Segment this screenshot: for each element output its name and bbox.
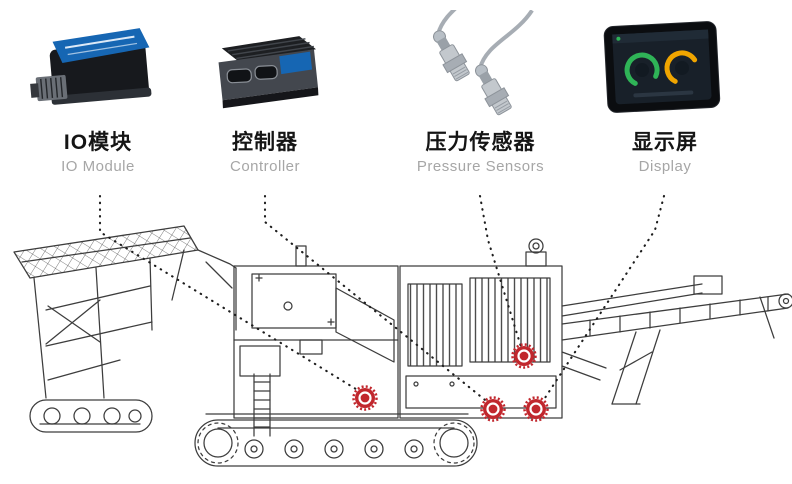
crusher-body bbox=[233, 265, 399, 437]
marker-display bbox=[523, 396, 549, 422]
grille-right bbox=[469, 277, 551, 363]
io-module-image bbox=[25, 8, 170, 126]
crusher-machine-drawing bbox=[13, 225, 792, 467]
callout-controller-label-en: Controller bbox=[229, 158, 301, 176]
display-graphic bbox=[603, 21, 721, 113]
callout-io-module-label-en: IO Module bbox=[61, 158, 135, 176]
marker-controller bbox=[480, 396, 506, 422]
marker-pressure-sensor bbox=[511, 343, 537, 369]
crawler-track bbox=[194, 413, 478, 467]
controller-image bbox=[205, 20, 325, 120]
engine-module bbox=[399, 238, 563, 419]
leader-lines bbox=[98, 194, 666, 406]
callout-pressure-sensors: 压力传感器 Pressure Sensors bbox=[398, 131, 563, 175]
display-image bbox=[596, 12, 728, 124]
callout-io-module-label-zh: IO模块 bbox=[63, 131, 133, 154]
leader-line-controller bbox=[263, 194, 492, 406]
pressure-sensors-image bbox=[408, 0, 558, 122]
callout-display: 显示屏 Display bbox=[592, 131, 738, 175]
leader-line-io-module bbox=[98, 194, 366, 396]
ladder bbox=[253, 373, 271, 437]
location-markers bbox=[352, 343, 549, 422]
callout-controller: 控制器 Controller bbox=[195, 131, 335, 175]
callout-controller-label-zh: 控制器 bbox=[232, 131, 298, 154]
controller-graphic bbox=[218, 36, 319, 109]
leader-line-pressure-sensors bbox=[478, 194, 524, 352]
pressure-sensor-1 bbox=[433, 0, 489, 82]
callout-display-label-en: Display bbox=[638, 158, 692, 176]
discharge-conveyor bbox=[561, 275, 792, 405]
leader-line-display bbox=[539, 194, 666, 406]
callout-pressure-sensors-label-en: Pressure Sensors bbox=[416, 158, 545, 176]
pressure-sensors-graphic bbox=[433, 0, 534, 116]
grille-left bbox=[407, 283, 463, 367]
io-module-graphic bbox=[30, 28, 152, 105]
callout-display-label-zh: 显示屏 bbox=[632, 131, 698, 154]
feeder-screen-deck bbox=[13, 225, 199, 399]
callout-pressure-sensors-label-zh: 压力传感器 bbox=[425, 131, 536, 154]
gauge-left bbox=[624, 52, 660, 88]
marker-io-module bbox=[352, 385, 378, 411]
gauge-right bbox=[664, 50, 700, 86]
pressure-sensor-2 bbox=[475, 9, 534, 116]
callout-io-module: IO模块 IO Module bbox=[20, 131, 176, 175]
left-support-track bbox=[29, 399, 153, 433]
